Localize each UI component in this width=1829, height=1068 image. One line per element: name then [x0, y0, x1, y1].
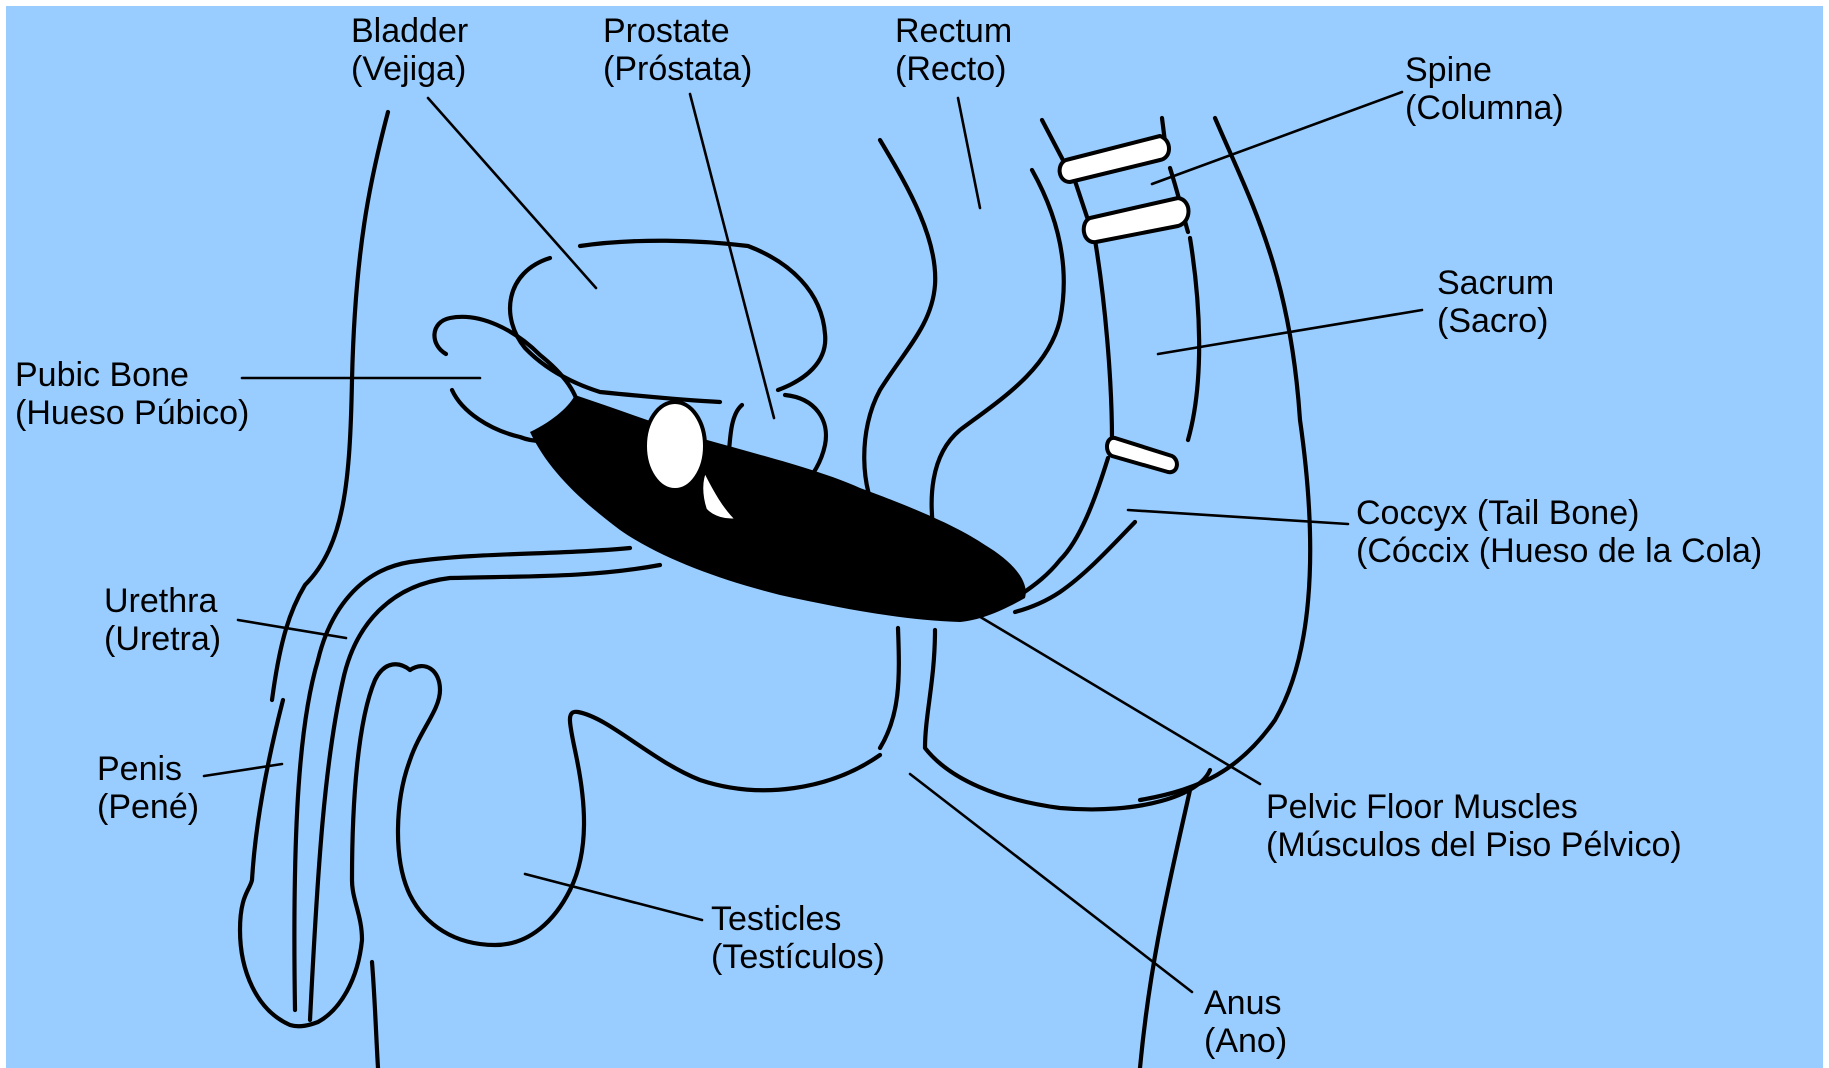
spine-label-es: (Columna): [1405, 89, 1564, 127]
bladder-label: Bladder (Vejiga): [351, 12, 478, 88]
spine-label-en: Spine: [1405, 51, 1492, 89]
testicles-label-es: (Testículos): [711, 938, 885, 976]
urethra-label: Urethra (Uretra): [104, 582, 227, 658]
rectum-label-en: Rectum: [895, 12, 1012, 50]
sacrum-label: Sacrum (Sacro): [1437, 264, 1564, 340]
pubic-symphysis-highlight: [645, 402, 705, 490]
pelvic-floor-label-es: (Músculos del Piso Pélvico): [1266, 826, 1682, 864]
prostate-label-en: Prostate: [603, 12, 730, 50]
penis-label-es: (Pené): [97, 788, 199, 826]
coccyx-label-es: (Cóccix (Hueso de la Cola): [1356, 532, 1762, 570]
prostate-label: Prostate (Próstata): [603, 12, 752, 88]
testicles-label-en: Testicles: [711, 900, 841, 938]
sacrum-label-en: Sacrum: [1437, 264, 1554, 302]
anus-label: Anus (Ano): [1204, 984, 1291, 1060]
anus-label-en: Anus: [1204, 984, 1282, 1022]
coccyx-label-en: Coccyx (Tail Bone): [1356, 494, 1639, 532]
rectum-label-es: (Recto): [895, 50, 1006, 88]
pelvic-floor-label-en: Pelvic Floor Muscles: [1266, 788, 1578, 826]
rectum-label: Rectum (Recto): [895, 12, 1022, 88]
bladder-label-en: Bladder: [351, 12, 468, 50]
pubic-bone-label-en: Pubic Bone: [15, 356, 189, 394]
urethra-label-es: (Uretra): [104, 620, 221, 658]
penis-label: Penis (Pené): [97, 750, 199, 826]
sacrum-label-es: (Sacro): [1437, 302, 1548, 340]
pubic-bone-label-es: (Hueso Púbico): [15, 394, 249, 432]
bladder-label-es: (Vejiga): [351, 50, 466, 88]
urethra-label-en: Urethra: [104, 582, 217, 620]
prostate-label-es: (Próstata): [603, 50, 752, 88]
penis-label-en: Penis: [97, 750, 182, 788]
anus-label-es: (Ano): [1204, 1022, 1287, 1060]
